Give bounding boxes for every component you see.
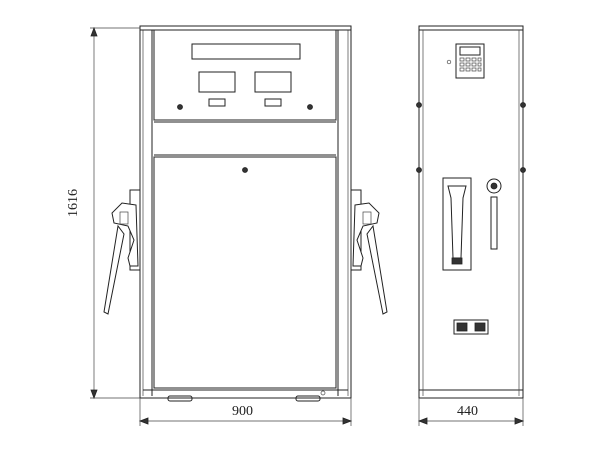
side-keypad-keys <box>459 57 482 72</box>
side-keypad-screen <box>459 46 481 56</box>
front-screw-right <box>307 104 313 110</box>
front-base-foot-left <box>167 395 193 402</box>
side-card-reader-right <box>474 322 486 332</box>
front-base-foot-right <box>295 395 321 402</box>
fuel-nozzle-icon <box>442 177 502 271</box>
side-swivel-outer <box>486 178 502 194</box>
side-keypad-indicator <box>446 59 452 65</box>
height-dimension-label: 1616 <box>66 189 81 217</box>
front-left-nozzle-spout <box>103 224 125 315</box>
fuel-nozzle-icon <box>350 189 388 315</box>
front-door-lock <box>242 167 248 173</box>
side-swivel-inner <box>490 182 498 190</box>
front-outer-frame <box>139 25 352 399</box>
side-knob-left-mid <box>416 167 422 173</box>
side-view <box>416 25 526 426</box>
height-arrow-bottom <box>90 389 98 400</box>
side-holster-outer <box>442 177 472 271</box>
height-arrow-top <box>90 26 98 37</box>
fuel-nozzle-icon <box>103 189 141 315</box>
front-right-nozzle-body <box>352 202 380 267</box>
side-hose-pipe <box>490 196 498 250</box>
side-holster-inner <box>447 185 467 259</box>
front-screw-left <box>177 104 183 110</box>
width-arrow-right <box>342 417 353 425</box>
front-display-left <box>198 71 236 93</box>
front-left-nozzle-body <box>111 202 139 267</box>
depth-dimension-label: 440 <box>457 404 478 419</box>
side-knob-left-top <box>416 102 422 108</box>
front-button-left <box>208 98 226 107</box>
side-card-reader-frame <box>453 319 489 335</box>
front-right-nozzle-spout <box>366 224 388 315</box>
front-button-right <box>264 98 282 107</box>
width-dimension-label: 900 <box>232 404 253 419</box>
front-view <box>90 25 388 426</box>
front-right-nozzle-grip <box>362 211 372 225</box>
front-price-display <box>191 43 301 60</box>
front-display-right <box>254 71 292 93</box>
side-keypad-housing <box>455 43 485 79</box>
keypad-icon <box>446 43 485 79</box>
front-left-nozzle-grip <box>119 211 129 225</box>
side-card-reader-left <box>456 322 468 332</box>
depth-arrow-left <box>417 417 428 425</box>
front-base-bolt <box>320 390 326 396</box>
card-reader-icon <box>453 319 489 335</box>
depth-arrow-right <box>514 417 525 425</box>
side-knob-right-mid <box>520 167 526 173</box>
front-lower-door <box>153 156 337 389</box>
width-arrow-left <box>138 417 149 425</box>
side-outer-frame <box>418 25 524 399</box>
side-knob-right-top <box>520 102 526 108</box>
front-display-head <box>153 29 337 121</box>
side-holster-tip <box>451 257 463 265</box>
